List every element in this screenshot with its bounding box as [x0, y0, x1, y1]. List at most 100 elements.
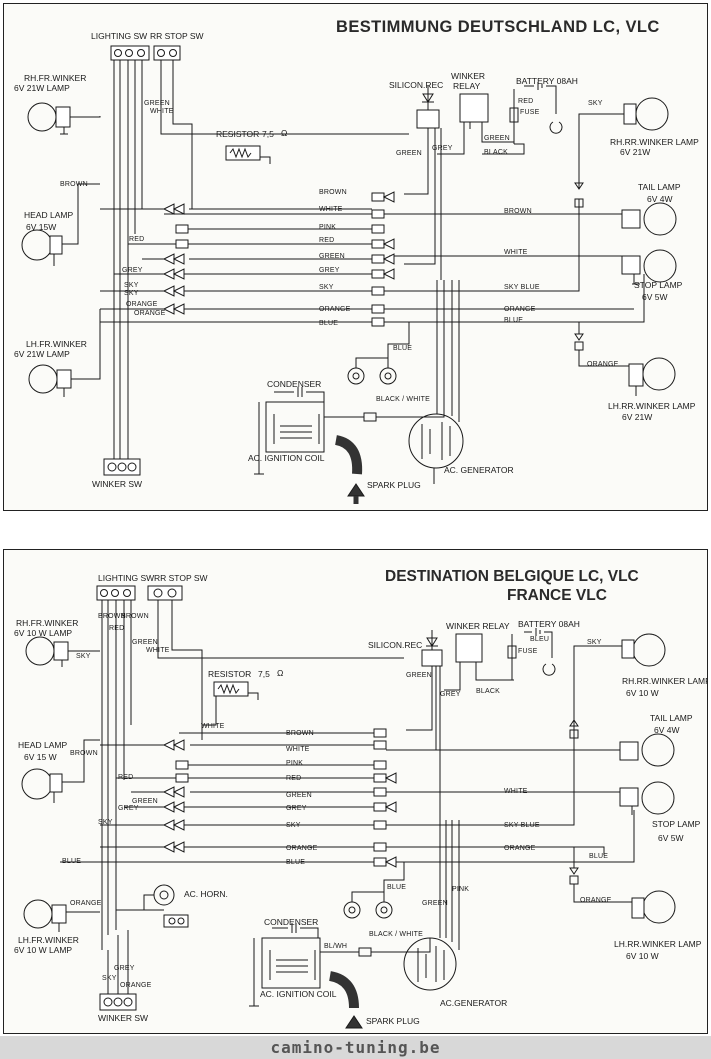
wire-label: SKY: [76, 653, 91, 660]
fuse-label: FUSE: [518, 648, 538, 655]
generator-label: AC.GENERATOR: [440, 998, 508, 1008]
wire-label: SKY: [124, 290, 139, 297]
stop-lamp-label: STOP LAMP: [652, 819, 701, 829]
wire-label: BROWN: [286, 730, 314, 737]
head-lamp-label: HEAD LAMP: [24, 210, 74, 220]
wire-label: GREEN: [422, 900, 448, 907]
rh-front-winker-spec: 6V 21W LAMP: [14, 83, 70, 93]
stop-lamp-label: STOP LAMP: [634, 280, 683, 290]
rh-rear-winker-label: RH.RR.WINKER LAMP: [610, 137, 699, 147]
wire-label: BLACK / WHITE: [369, 931, 423, 938]
rh-front-winker-label: RH.FR.WINKER: [24, 73, 87, 83]
wire-label: BROWN: [98, 613, 126, 620]
wire-label: BLUE: [393, 345, 413, 352]
rh-rear-winker-spec: 6V 10 W: [626, 688, 659, 698]
lighting-switch-label: LIGHTING SW: [91, 31, 148, 41]
wire-label: GREY: [432, 145, 453, 152]
wire-label: RED: [109, 625, 125, 632]
wire-label: GREY: [118, 805, 139, 812]
wire-label: GREY: [440, 691, 461, 698]
wire-label: ORANGE: [504, 306, 536, 313]
diagram-germany: BESTIMMUNG DEUTSCHLAND LC, VLC LIGHTING …: [3, 3, 708, 511]
rh-front-winker-label: RH.FR.WINKER: [16, 618, 79, 628]
rear-stop-switch-label: RR STOP SW: [154, 573, 208, 583]
head-lamp-spec: 6V 15 W: [24, 752, 57, 762]
tail-lamp-label: TAIL LAMP: [638, 182, 681, 192]
diagram-title: DESTINATION BELGIQUE LC, VLC: [385, 568, 639, 585]
wire-label: BLEU: [530, 636, 550, 643]
wire-label: BROWN: [121, 613, 149, 620]
wire-label: BLACK: [476, 688, 500, 695]
wire-label: GREEN: [132, 639, 158, 646]
wiring-lines-top: [21, 45, 677, 504]
wire-label: BLUE: [286, 859, 306, 866]
wire-label: GREEN: [484, 135, 510, 142]
wire-label: GREY: [122, 267, 143, 274]
ignition-coil-label: AC. IGNITION COIL: [248, 453, 325, 463]
wire-label: SKY: [98, 819, 113, 826]
wire-label: ORANGE: [134, 310, 166, 317]
battery-label: BATTERY 08AH: [518, 619, 580, 629]
wire-label: GREEN: [406, 672, 432, 679]
ohm-symbol: Ω: [277, 668, 284, 678]
wire-label: SKY: [102, 975, 117, 982]
wire-label: WHITE: [146, 647, 170, 654]
diagram-belgium-france: DESTINATION BELGIQUE LC, VLC FRANCE VLC …: [3, 549, 708, 1034]
lh-rear-winker-spec: 6V 10 W: [626, 951, 659, 961]
site-name: camino-tuning.be: [270, 1038, 441, 1057]
wire-label: GREEN: [132, 798, 158, 805]
wire-label: ORANGE: [286, 845, 318, 852]
wire-label: BROWN: [504, 208, 532, 215]
wire-label: GREY: [114, 965, 135, 972]
head-lamp-spec: 6V 15W: [26, 222, 57, 232]
wire-label: GREY: [286, 805, 307, 812]
diagram-title: BESTIMMUNG DEUTSCHLAND LC, VLC: [336, 18, 660, 36]
wire-label: WHITE: [150, 108, 174, 115]
wire-label: GREEN: [319, 253, 345, 260]
resistor-label: RESISTOR: [208, 669, 252, 679]
wire-label: WHITE: [286, 746, 310, 753]
wire-label: BROWN: [70, 750, 98, 757]
silicon-rectifier-label: SILICON.REC: [389, 80, 444, 90]
wire-label: GREEN: [396, 150, 422, 157]
wire-label: BLUE: [62, 858, 82, 865]
wire-label: ORANGE: [70, 900, 102, 907]
wire-label: BLACK / WHITE: [376, 396, 430, 403]
wire-label: ORANGE: [504, 845, 536, 852]
spark-plug-label: SPARK PLUG: [367, 480, 421, 490]
winker-relay-label: WINKER RELAY: [446, 621, 510, 631]
wire-label: SKY: [588, 100, 603, 107]
wire-label: ORANGE: [319, 306, 351, 313]
stop-lamp-spec: 6V 5W: [642, 292, 668, 302]
winker-switch-label: WINKER SW: [98, 1013, 149, 1023]
wire-label: BLUE: [504, 317, 524, 324]
stop-lamp-spec: 6V 5W: [658, 833, 684, 843]
lh-front-winker-label: LH.FR.WINKER: [26, 339, 87, 349]
wire-label: PINK: [286, 760, 304, 767]
spark-plug-label: SPARK PLUG: [366, 1016, 420, 1026]
wire-label: SKY: [587, 639, 602, 646]
tail-lamp-label: TAIL LAMP: [650, 713, 693, 723]
battery-label: BATTERY 08AH: [516, 76, 578, 86]
wire-label: GREEN: [286, 792, 312, 799]
diagram-subtitle: FRANCE VLC: [507, 587, 607, 604]
ac-horn-label: AC. HORN.: [184, 889, 228, 899]
wire-label: SKY BLUE: [504, 284, 540, 291]
tail-lamp-spec: 6V 4W: [654, 725, 680, 735]
wire-label: WHITE: [504, 249, 528, 256]
generator-label: AC. GENERATOR: [444, 465, 514, 475]
wire-label: RED: [518, 98, 534, 105]
lh-rear-winker-label: LH.RR.WINKER LAMP: [614, 939, 702, 949]
wire-label: BLUE: [387, 884, 407, 891]
wire-label: ORANGE: [120, 982, 152, 989]
wire-label: BROWN: [319, 189, 347, 196]
winker-relay-label-2: RELAY: [453, 81, 481, 91]
rh-front-winker-spec: 6V 10 W LAMP: [14, 628, 73, 638]
wire-label: SKY: [286, 822, 301, 829]
wire-label: ORANGE: [126, 301, 158, 308]
resistor-value: 7,5: [262, 129, 274, 139]
wire-label: SKY: [124, 282, 139, 289]
wire-label: WHITE: [319, 206, 343, 213]
winker-switch-label: WINKER SW: [92, 479, 143, 489]
ohm-symbol: Ω: [281, 128, 288, 138]
